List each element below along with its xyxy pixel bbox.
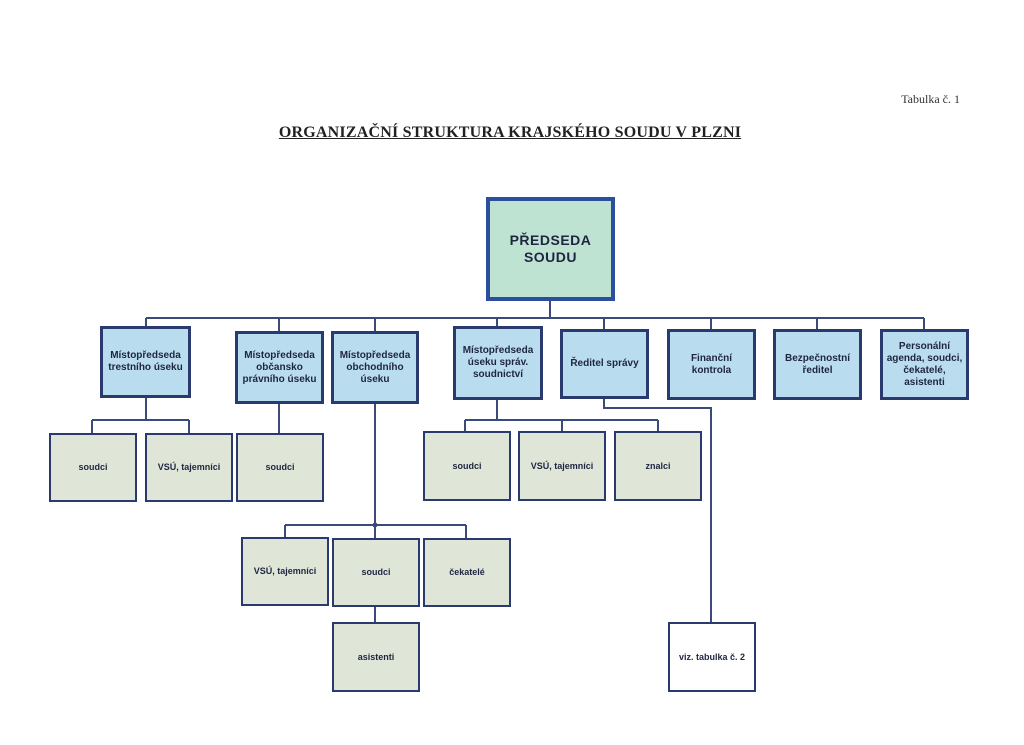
manager-label: Místopředseda úseku správ. soudnictví — [462, 345, 534, 380]
unit-obchodni-asistenti: asistenti — [332, 622, 420, 692]
junction-dot — [372, 522, 378, 528]
manager-label: Personální agenda, soudci, čekatelé, asi… — [886, 340, 963, 388]
unit-obchodni-soudci: soudci — [332, 538, 420, 607]
unit-label: soudci — [78, 462, 108, 473]
page-label: Tabulka č. 1 — [901, 92, 960, 106]
unit-spravni-znalci: znalci — [614, 431, 702, 501]
manager-reditel-spravy: Ředitel správy — [560, 329, 649, 399]
unit-obchodni-vsu: VSÚ, tajemníci — [241, 537, 329, 606]
unit-trestni-soudci: soudci — [49, 433, 137, 502]
manager-label: Místopředseda trestního úseku — [108, 350, 183, 373]
root-label: PŘEDSEDA SOUDU — [509, 232, 592, 265]
unit-label: čekatelé — [449, 567, 485, 578]
manager-obcansko-pravni-usek: Místopředseda občansko právního úseku — [235, 331, 324, 404]
unit-obcansky-soudci: soudci — [236, 433, 324, 502]
root-predseda-soudu: PŘEDSEDA SOUDU — [486, 197, 615, 301]
page-title: ORGANIZAČNÍ STRUKTURA KRAJSKÉHO SOUDU V … — [278, 124, 742, 141]
manager-personalni-agenda: Personální agenda, soudci, čekatelé, asi… — [880, 329, 969, 400]
unit-trestni-vsu: VSÚ, tajemníci — [145, 433, 233, 502]
reference-label: viz. tabulka č. 2 — [678, 651, 746, 662]
manager-label: Místopředseda občansko právního úseku — [242, 349, 317, 385]
unit-label: znalci — [645, 460, 671, 471]
unit-label: VSÚ, tajemníci — [157, 462, 221, 473]
connector-line — [603, 398, 712, 623]
unit-label: VSÚ, tajemníci — [253, 566, 317, 577]
manager-label: Místopředseda obchodního úseku — [339, 349, 411, 385]
manager-label: Finanční kontrola — [690, 352, 733, 376]
manager-spravni-soudnictvi: Místopředseda úseku správ. soudnictví — [453, 326, 543, 400]
manager-label: Ředitel správy — [570, 358, 639, 369]
unit-label: soudci — [361, 567, 391, 578]
unit-spravni-soudci: soudci — [423, 431, 511, 501]
manager-bezpecnostni-reditel: Bezpečnostní ředitel — [773, 329, 862, 400]
manager-trestni-usek: Místopředseda trestního úseku — [100, 326, 191, 398]
manager-label: Bezpečnostní ředitel — [784, 352, 850, 376]
reference-tabulka-2: viz. tabulka č. 2 — [668, 622, 756, 692]
unit-label: VSÚ, tajemníci — [530, 460, 594, 471]
manager-obchodni-usek: Místopředseda obchodního úseku — [331, 331, 419, 404]
unit-obchodni-cekatele: čekatelé — [423, 538, 511, 607]
unit-label: soudci — [452, 460, 482, 471]
unit-label: asistenti — [357, 651, 395, 662]
unit-spravni-vsu: VSÚ, tajemníci — [518, 431, 606, 501]
manager-financni-kontrola: Finanční kontrola — [667, 329, 756, 400]
unit-label: soudci — [265, 462, 295, 473]
